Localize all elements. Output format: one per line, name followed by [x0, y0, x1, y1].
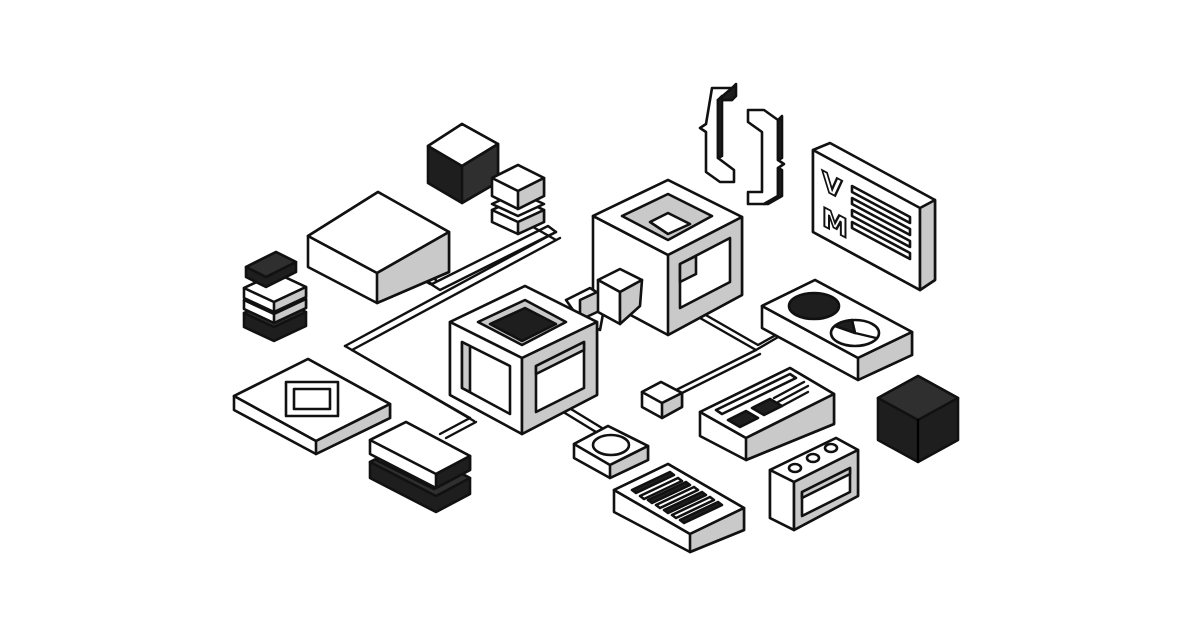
- barcode-slab: [612, 462, 746, 554]
- framed-square-slab: [232, 357, 392, 456]
- dashboard-slab: [698, 366, 836, 462]
- dark-cube-top: [426, 122, 500, 205]
- vm-panel: V M: [811, 141, 937, 292]
- connector-arrow-block: [564, 267, 644, 332]
- pie-chart-slab: [760, 278, 914, 382]
- hollow-cube-front: [448, 284, 599, 436]
- code-braces: [698, 82, 786, 206]
- oven-box: [768, 436, 860, 532]
- stacked-layers-left: [242, 250, 308, 343]
- small-stacked-cube: [490, 163, 546, 236]
- dark-cube-right: [876, 374, 960, 464]
- vm-letter-v: V: [822, 165, 843, 207]
- stacked-slabs-bottom: [368, 420, 472, 514]
- circle-button-slab: [572, 424, 650, 480]
- small-cube-connector: [640, 380, 684, 420]
- large-white-box: [306, 190, 451, 305]
